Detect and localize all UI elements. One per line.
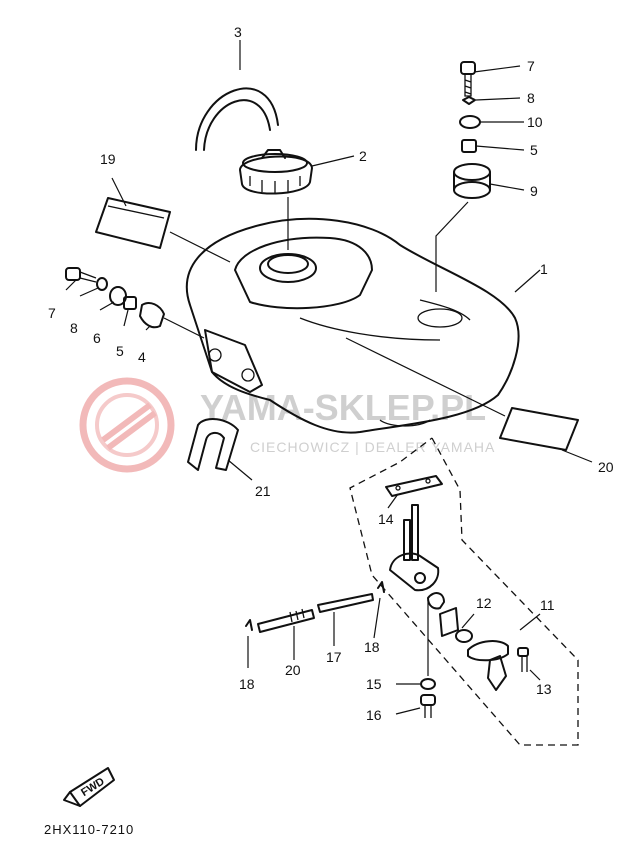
callout-11: 11: [540, 597, 555, 613]
callout-6: 6: [93, 330, 101, 346]
part-decal-lower: [499, 407, 579, 451]
part-screw-13: [517, 647, 529, 672]
callout-16: 16: [366, 707, 382, 723]
callout-5-right: 5: [530, 142, 538, 158]
callout-4: 4: [138, 349, 146, 365]
part-fuel-cock: [389, 504, 445, 610]
callout-8-left: 8: [70, 320, 78, 336]
fuel-cock-assembly-outline: [349, 437, 579, 746]
part-gasket: [385, 475, 443, 497]
part-decal-upper: [95, 197, 171, 249]
callout-7-left: 7: [48, 305, 56, 321]
part-fuel-hose-17: [317, 593, 374, 613]
fwd-arrow-icon: FWD: [63, 767, 115, 807]
part-damper-clip: [187, 418, 239, 471]
callout-5-left: 5: [116, 343, 124, 359]
part-spacer-right: [461, 139, 477, 153]
part-hose: [195, 87, 279, 151]
watermark-logo-icon: [79, 377, 175, 473]
callout-18-right: 18: [364, 639, 380, 655]
part-damper-left: [139, 302, 165, 329]
callout-labels: 3 2 1 7 8 10 5 9 19 7 8 6 5 4 21 20 14 1…: [48, 24, 614, 723]
part-oring-12: [455, 629, 473, 643]
callout-3: 3: [234, 24, 242, 40]
watermark-sub: CIECHOWICZ | DEALER YAMAHA: [250, 439, 495, 455]
callout-18-left: 18: [239, 676, 255, 692]
part-bolt-upper-right: [460, 61, 476, 97]
callout-17: 17: [326, 649, 342, 665]
watermark: YAMA-SKLEP.PL CIECHOWICZ | DEALER YAMAHA: [79, 377, 495, 473]
callout-20-upper: 19: [100, 151, 116, 167]
callout-2: 2: [359, 148, 367, 164]
callout-8-right: 8: [527, 90, 535, 106]
part-damper-right: [453, 163, 491, 199]
part-spacer-left: [123, 296, 137, 310]
part-washer-left: [96, 277, 108, 291]
callout-14: 14: [378, 511, 394, 527]
callout-20-lower: 20: [598, 459, 614, 475]
part-collar-10: [459, 115, 481, 129]
figure-code: 2HX110-7210: [44, 822, 135, 837]
watermark-brand: YAMA-SKLEP.PL: [200, 387, 486, 428]
callout-19: 20: [285, 662, 301, 678]
part-drain-bolt-16: [420, 694, 436, 718]
callout-12: 12: [476, 595, 492, 611]
leader-lines: [65, 40, 593, 715]
callout-13: 13: [536, 681, 552, 697]
callout-21: 21: [255, 483, 271, 499]
part-spring: [439, 607, 459, 637]
callout-1: 1: [540, 261, 548, 277]
part-washer-upper-right: [462, 96, 476, 105]
part-fuel-pipe-19: [257, 608, 315, 633]
part-clip-18-left: [245, 619, 253, 631]
part-bolt-left: [65, 267, 97, 283]
part-fuel-tank: [185, 217, 520, 434]
part-lever-plate: [467, 640, 509, 662]
callout-7-right: 7: [527, 58, 535, 74]
callout-9: 9: [530, 183, 538, 199]
part-fuel-cap: [239, 149, 313, 195]
callout-15: 15: [366, 676, 382, 692]
part-washer-15: [420, 678, 436, 690]
callout-10: 10: [527, 114, 543, 130]
part-lever: [487, 655, 507, 691]
